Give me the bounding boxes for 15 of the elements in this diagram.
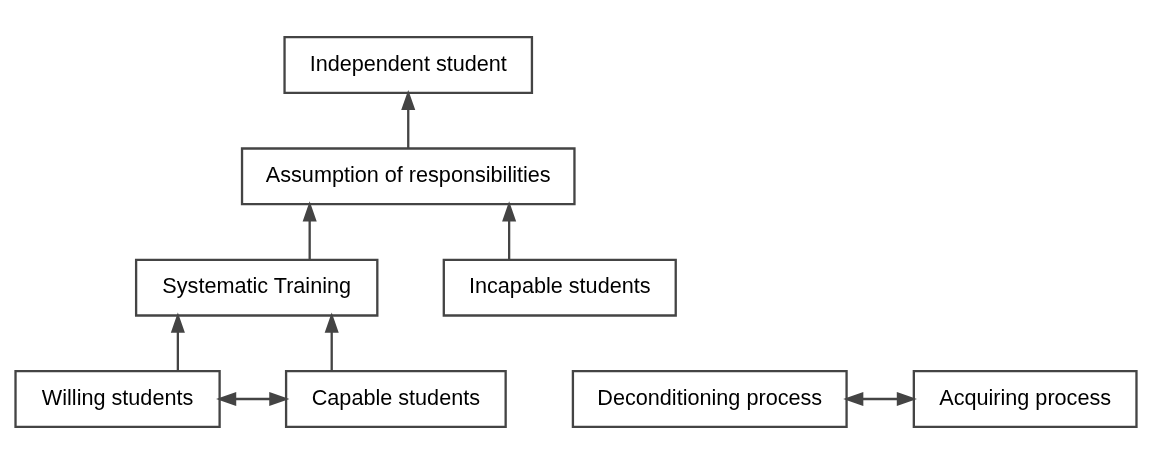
arrow <box>502 200 517 260</box>
arrow <box>401 89 416 148</box>
arrow <box>170 312 185 371</box>
node-box: Capable students <box>284 369 507 428</box>
arrow <box>216 391 290 406</box>
arrow <box>843 391 917 406</box>
node-box: Deconditioning process <box>571 369 848 428</box>
arrow <box>302 200 317 260</box>
node-box: Incapable students <box>442 258 677 317</box>
arrow <box>324 312 339 371</box>
node-box: Acquiring process <box>912 369 1138 428</box>
node-box: Independent student <box>283 35 534 94</box>
node-box: Systematic Training <box>134 258 379 317</box>
node-box: Willing students <box>14 369 221 428</box>
node-box: Assumption of responsibilities <box>240 146 576 205</box>
